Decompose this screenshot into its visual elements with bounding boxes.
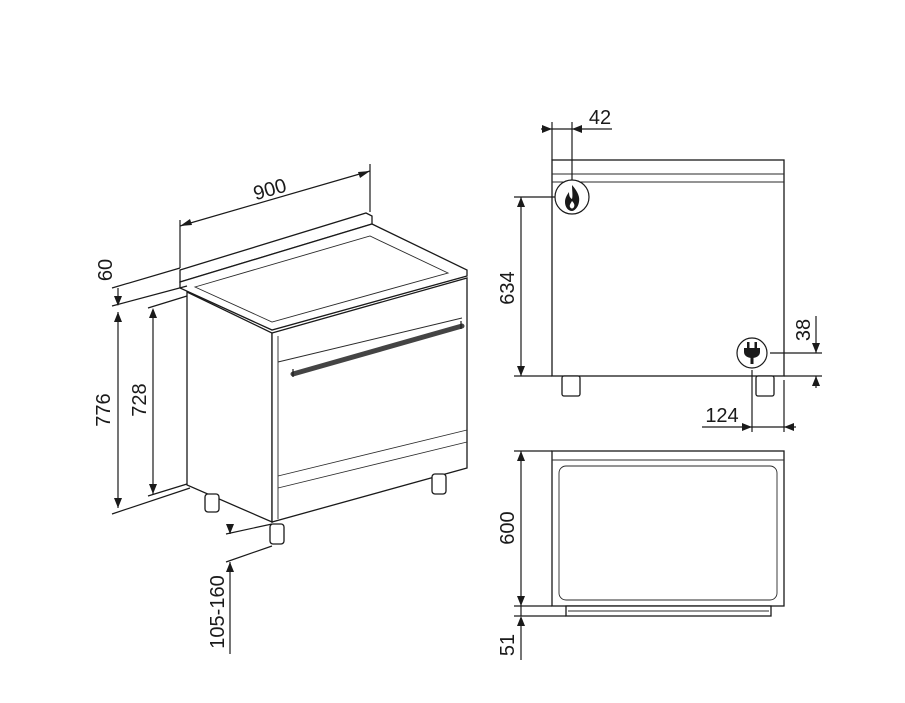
dim-plug-offset: 124	[702, 370, 796, 432]
side-top-label: 42	[589, 107, 611, 129]
width-label: 900	[251, 175, 289, 205]
gas-flame-icon	[554, 179, 590, 215]
dim-gas-height: 634	[497, 196, 555, 377]
plug-offset-label: 124	[705, 405, 738, 427]
dim-heights-left: 60 776 728	[93, 259, 191, 515]
electric-plug-icon	[736, 337, 768, 369]
handle-depth-label: 51	[497, 634, 519, 656]
total-height-label: 776	[93, 393, 115, 426]
depth-label: 600	[497, 511, 519, 544]
top-hob-recess	[558, 465, 778, 601]
side-foot-left	[561, 375, 581, 397]
cooker-side-view	[551, 159, 785, 397]
hob-surface	[193, 235, 450, 323]
dim-feet: 105-160	[207, 523, 273, 654]
dim-depth: 600	[497, 450, 552, 607]
cooker-3d-view	[179, 212, 468, 545]
feet-label: 105-160	[207, 575, 229, 648]
side-panel	[186, 290, 273, 523]
backguard	[179, 212, 373, 283]
cooker-top-view	[551, 450, 785, 617]
dim-plug-height: 38	[770, 316, 822, 388]
side-foot-right	[755, 375, 775, 397]
body-height-label: 728	[129, 383, 151, 416]
top-body	[551, 450, 785, 607]
dim-side-top: 42	[541, 107, 612, 180]
oven-handle	[290, 321, 465, 377]
dim-handle-depth: 51	[497, 606, 566, 660]
gas-height-label: 634	[497, 271, 519, 304]
backguard-label: 60	[95, 259, 117, 281]
cooker-feet	[204, 473, 447, 545]
plug-height-label: 38	[793, 319, 815, 341]
